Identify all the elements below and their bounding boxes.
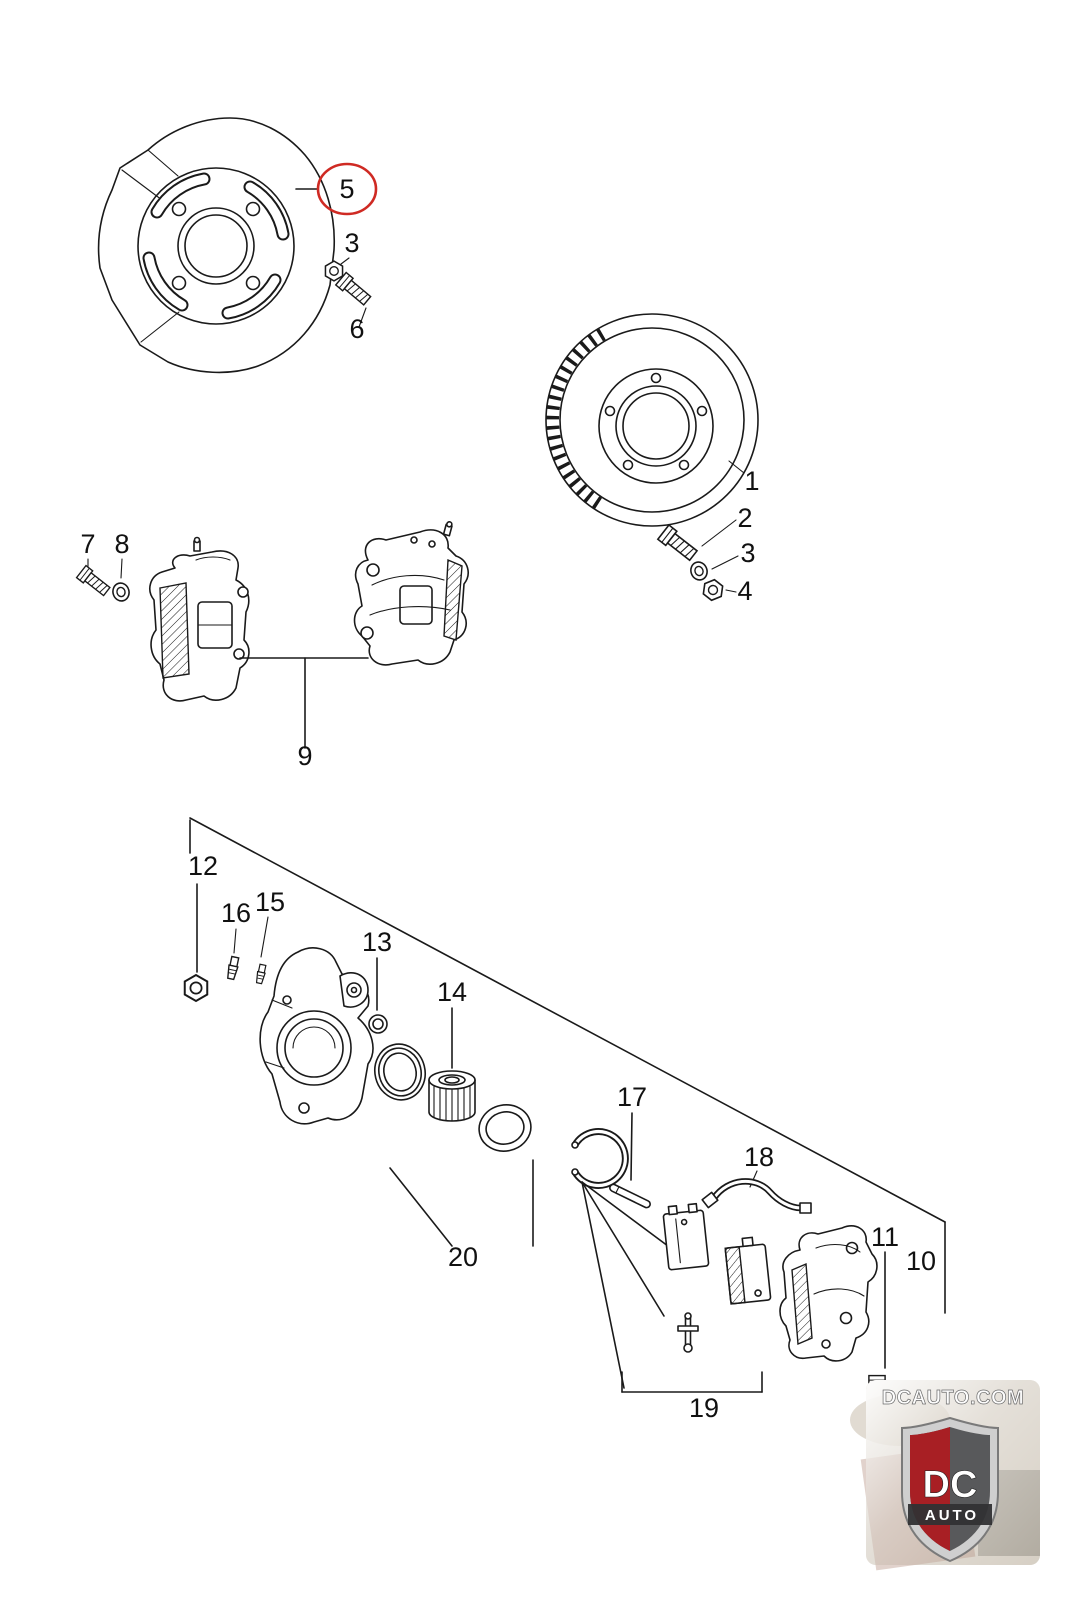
bleeder-valve-icon — [442, 521, 453, 537]
leader-line-6 — [358, 307, 367, 328]
snap-ring — [571, 1128, 629, 1189]
hub-nut-12 — [183, 974, 209, 1002]
bearing-race-ring — [478, 1104, 532, 1152]
callout-15: 15 — [255, 887, 285, 917]
leader-line-3b — [711, 555, 739, 570]
callout-1: 1 — [744, 466, 759, 496]
callout-20: 20 — [448, 1242, 478, 1272]
caliper-left — [149, 536, 250, 702]
dcauto-logo-block: DCAUTO.COM DC AUTO — [850, 1380, 1040, 1571]
caliper-right — [353, 521, 469, 666]
assembly-axis — [189, 817, 946, 1314]
dcauto-shield-logo: DC AUTO — [901, 1416, 999, 1563]
seal-ring — [374, 1043, 426, 1101]
dust-shield — [97, 117, 336, 374]
callout-16: 16 — [221, 898, 251, 928]
callout-3a: 3 — [344, 228, 359, 258]
wheel-bearing-14 — [428, 1070, 476, 1122]
disc-fasteners: 2 3 4 — [657, 503, 756, 606]
callout-10: 10 — [906, 1246, 936, 1276]
callout-9: 9 — [297, 741, 312, 771]
leader-line-8 — [120, 558, 123, 579]
leader-line-1 — [728, 460, 745, 474]
logo-banner — [908, 1504, 992, 1525]
brake-disc — [545, 313, 759, 527]
callout-7: 7 — [80, 529, 95, 559]
axis-diagonal — [189, 817, 946, 1223]
leader-line-17 — [630, 1112, 633, 1181]
bleeder-valve-icon — [193, 536, 201, 552]
pad-wear-sensor — [677, 1312, 699, 1353]
callout-6: 6 — [349, 314, 364, 344]
highlight-circle-5 — [316, 162, 378, 216]
callout-3b: 3 — [740, 538, 755, 568]
leader-line-16 — [233, 928, 237, 954]
leader-line-2 — [701, 519, 737, 547]
brake-hose-18 — [701, 1178, 812, 1214]
pad-shim — [662, 1202, 710, 1271]
callout-2: 2 — [737, 503, 752, 533]
caliper-fasteners: 7 8 — [75, 529, 132, 604]
logo-brand-text: DC — [923, 1464, 978, 1506]
callout-13: 13 — [362, 927, 392, 957]
callout-4: 4 — [737, 576, 752, 606]
leader-line-3a — [340, 257, 350, 265]
callout-18: 18 — [744, 1142, 774, 1172]
brake-pad-hatch — [443, 558, 463, 641]
wheel-bearing-housing — [259, 947, 374, 1125]
bracket-20 — [389, 1159, 534, 1247]
pad-fan-lines — [581, 1181, 677, 1389]
bracket-19 — [621, 1371, 763, 1393]
nut-3 — [324, 260, 344, 282]
shield-fasteners: 3 6 — [324, 228, 374, 344]
retaining-pin-17 — [609, 1183, 651, 1209]
caliper-11 — [779, 1225, 878, 1362]
brake-pad-hatch — [791, 1262, 813, 1346]
callout-11: 11 — [871, 1222, 899, 1252]
logo-sub-text: AUTO — [925, 1507, 979, 1524]
brake-pad-hatch — [159, 582, 190, 679]
logo-website-text: DCAUTO.COM — [882, 1387, 1024, 1409]
callout-17: 17 — [617, 1082, 647, 1112]
callout-19: 19 — [689, 1393, 719, 1423]
shield-vent-slots — [142, 172, 290, 320]
leader-line-15 — [260, 916, 269, 958]
brake-pad — [724, 1236, 772, 1305]
knuckle-fasteners: 16 15 — [221, 887, 285, 985]
leader-line-4 — [725, 589, 737, 593]
bearing-rollers — [433, 1085, 471, 1122]
callout-5: 5 — [339, 174, 354, 204]
oring-13 — [368, 1014, 388, 1034]
callout-12: 12 — [188, 851, 218, 881]
callout-14: 14 — [437, 977, 467, 1007]
callout-8: 8 — [114, 529, 129, 559]
